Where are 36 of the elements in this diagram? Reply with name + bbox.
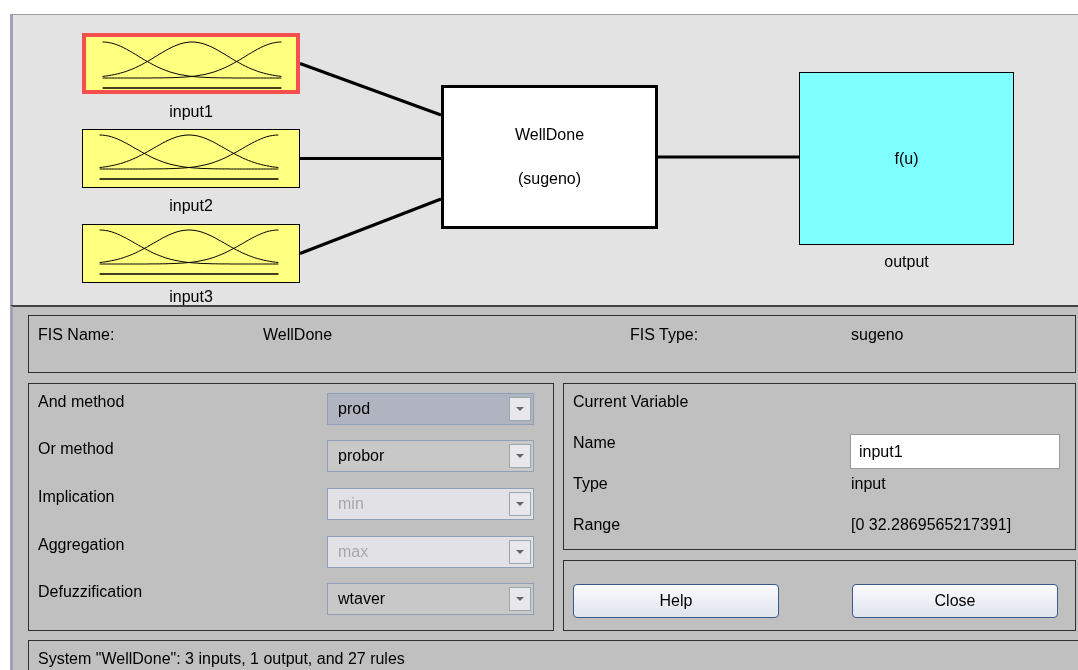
connector-line xyxy=(299,62,442,117)
field-label: Name xyxy=(573,434,616,452)
rule-engine-box xyxy=(441,85,658,229)
output-function: f(u) xyxy=(894,149,919,168)
variable-name: input1 xyxy=(168,103,214,121)
field-label: Aggregation xyxy=(38,536,125,554)
connector-line xyxy=(658,155,799,159)
field-value: sugeno xyxy=(851,326,904,344)
field-value: [0 32.2869565217391] xyxy=(851,516,1012,534)
field-label: Implication xyxy=(38,488,115,506)
dropdown-menu: max xyxy=(327,536,534,568)
field-value: input xyxy=(851,475,886,493)
variable-name: input3 xyxy=(168,288,214,306)
connector-line xyxy=(299,197,442,255)
variable-name: input2 xyxy=(168,197,214,215)
field-label: Range xyxy=(573,516,621,534)
field-label: And method xyxy=(38,393,125,411)
field-label: Or method xyxy=(38,440,114,458)
dropdown-menu: wtaver xyxy=(327,583,534,615)
dialog-button: Help xyxy=(573,584,779,618)
dialog-button: Close xyxy=(852,584,1058,618)
field-label: FIS Type: xyxy=(630,326,699,344)
variable-name: output xyxy=(883,253,930,271)
status-message: System "WellDone": 3 inputs, 1 output, and 27 rules xyxy=(38,650,405,668)
system-name: WellDone xyxy=(514,126,585,144)
field-value: WellDone xyxy=(263,326,333,344)
input-field: input1 xyxy=(850,434,1060,469)
field-label: Type xyxy=(573,475,608,493)
connector-line xyxy=(300,157,441,160)
dropdown-menu: prod xyxy=(327,393,534,425)
field-label: FIS Name: xyxy=(38,326,115,344)
field-label: Defuzzification xyxy=(38,583,143,601)
section-heading: Current Variable xyxy=(573,393,689,411)
system-type: (sugeno) xyxy=(517,170,582,188)
dropdown-menu: min xyxy=(327,488,534,520)
dropdown-menu: probor xyxy=(327,440,534,472)
